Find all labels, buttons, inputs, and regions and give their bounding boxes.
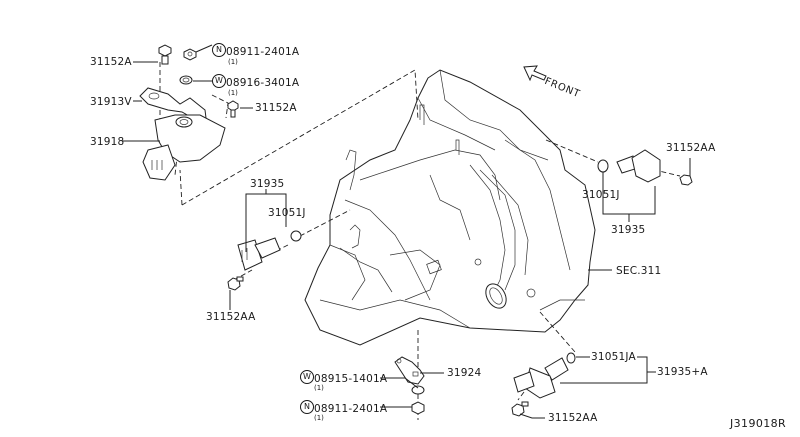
washer-symbol-icon: W: [212, 74, 226, 88]
label-sensor-bottom: 31935+A: [657, 366, 708, 378]
front-arrow-icon: [523, 65, 547, 82]
label-bolt-right: 31152AA: [666, 142, 716, 154]
label-nut-top: 08911-2401A: [226, 46, 300, 58]
label-lever: 31924: [447, 367, 482, 379]
nut-symbol-icon-bottom: N: [300, 400, 314, 414]
qty-washer-top: (1): [228, 89, 238, 97]
qty-nut-bottom: (1): [314, 414, 324, 422]
label-bolt-31152a-top-left: 31152A: [90, 56, 132, 68]
label-oring-right: 31051J: [582, 189, 620, 201]
left-sensor-group: [227, 230, 302, 291]
right-sensor-group: [597, 149, 693, 186]
nut-symbol-icon: N: [212, 43, 226, 57]
qty-washer-bottom: (1): [314, 384, 324, 392]
section-reference: SEC.311: [616, 265, 662, 277]
label-inhibitor-switch: 31918: [90, 136, 125, 148]
bottom-lever-group: [394, 356, 425, 415]
transmission-assembly: [304, 69, 596, 346]
label-sensor-right: 31935: [611, 224, 646, 236]
label-sensor-left: 31935: [250, 178, 285, 190]
label-bolt-bottom: 31152AA: [548, 412, 598, 424]
washer-symbol-icon-bottom: W: [300, 370, 314, 384]
label-oring-left: 31051J: [268, 207, 306, 219]
qty-nut-top: (1): [228, 58, 238, 66]
label-bracket: 31913V: [90, 96, 132, 108]
label-nut-bottom: 08911-2401A: [314, 403, 388, 415]
label-oring-bottom: 31051JA: [591, 351, 636, 363]
leader-lines: [122, 44, 691, 419]
label-bolt-31152a-top-right: 31152A: [255, 102, 297, 114]
assembly-guide-lines: [159, 62, 681, 420]
diagram-reference-code: J319018R: [730, 417, 787, 430]
inhibitor-switch-group: [139, 44, 239, 181]
label-washer-top: 08916-3401A: [226, 77, 300, 89]
label-washer-bottom: 08915-1401A: [314, 373, 388, 385]
bottom-right-sensor-group: [511, 352, 576, 417]
label-bolt-left: 31152AA: [206, 311, 256, 323]
